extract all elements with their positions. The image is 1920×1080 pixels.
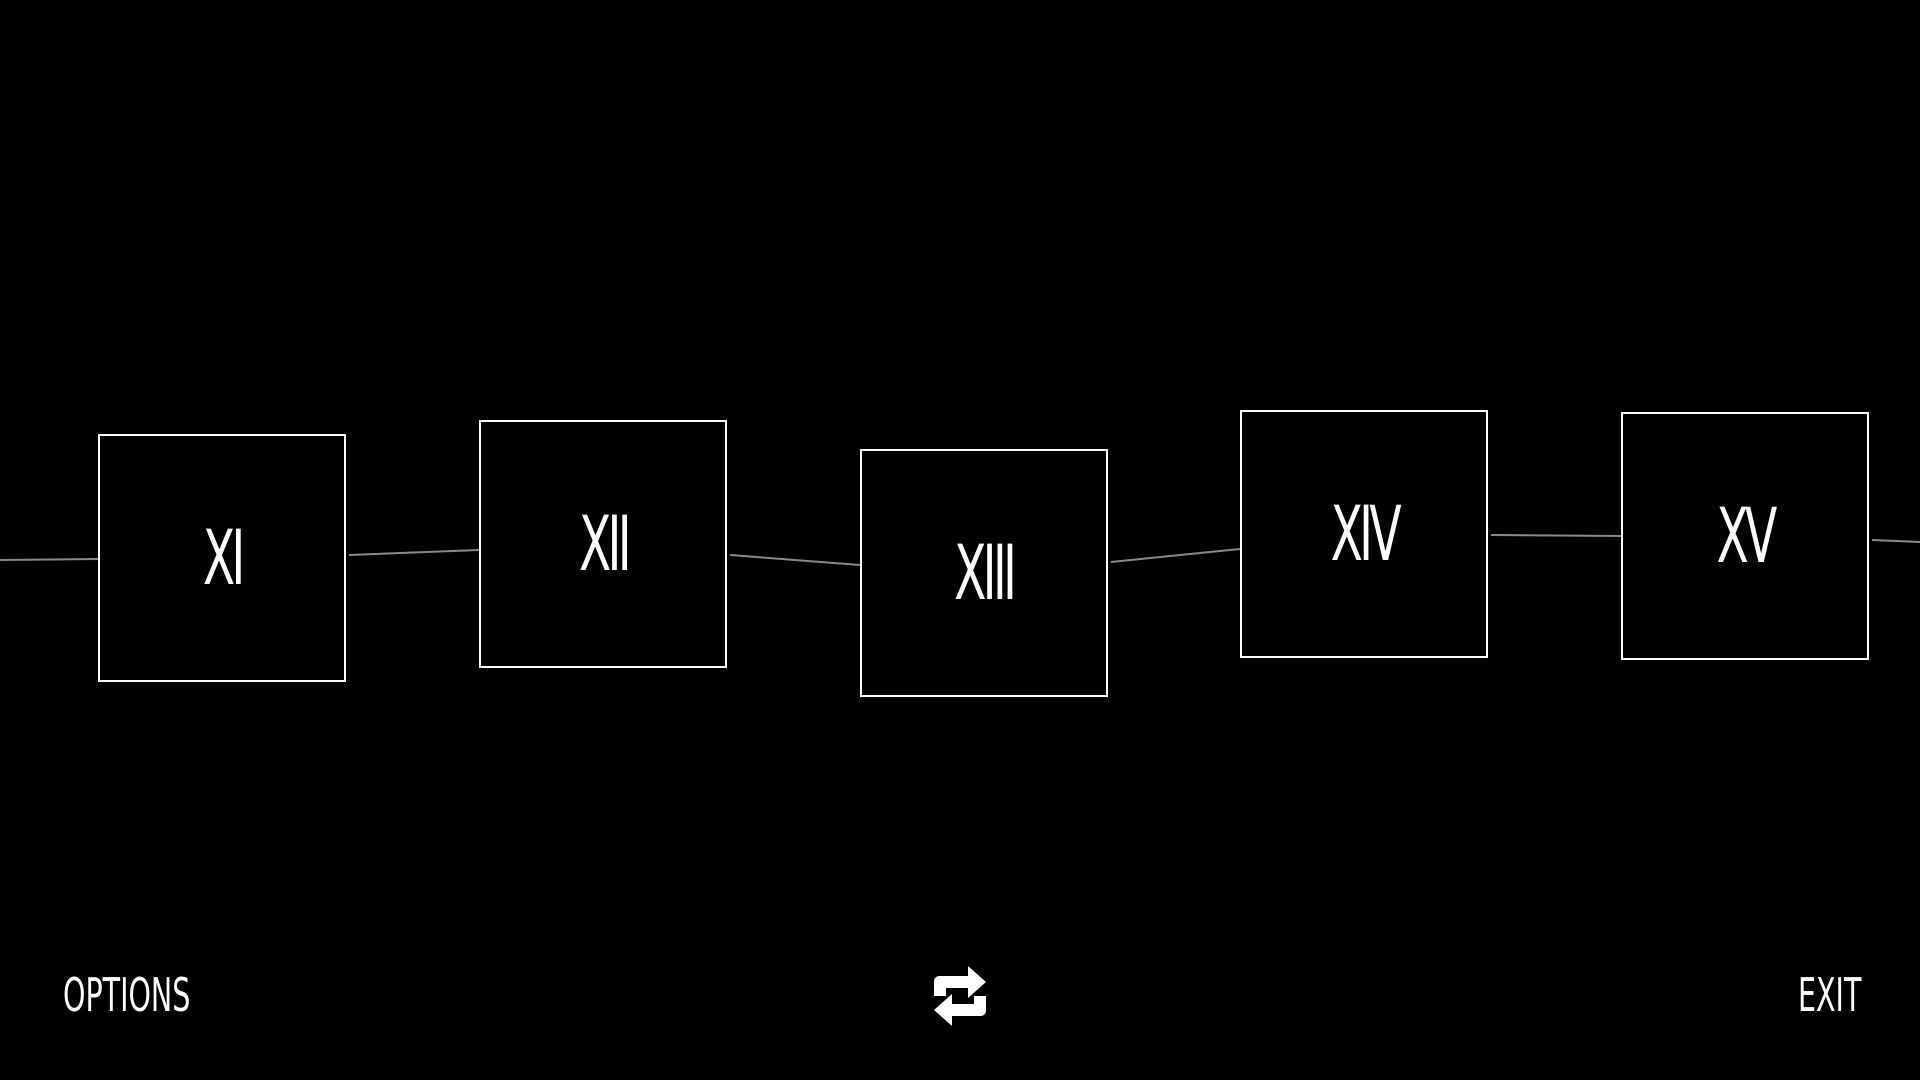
connector-3-4 — [1110, 548, 1241, 563]
options-button[interactable]: OPTIONS — [63, 968, 191, 1022]
level-label: XII — [578, 499, 632, 588]
level-box-xv[interactable]: XV — [1621, 412, 1869, 660]
exit-button[interactable]: EXIT — [1798, 968, 1862, 1022]
level-box-xi[interactable]: XI — [98, 434, 346, 682]
restart-button[interactable] — [928, 960, 992, 1032]
level-label: XIV — [1330, 489, 1401, 578]
level-box-xiv[interactable]: XIV — [1240, 410, 1488, 658]
connector-1-2 — [348, 549, 480, 556]
connector-2-3 — [729, 554, 861, 566]
restart-cycle-icon — [934, 966, 986, 1026]
level-label: XIII — [954, 528, 1017, 617]
level-label: XV — [1716, 491, 1777, 580]
connector-4-5 — [1490, 534, 1622, 537]
connector-left-edge — [0, 558, 99, 561]
level-box-xiii[interactable]: XIII — [860, 449, 1108, 697]
level-box-xii[interactable]: XII — [479, 420, 727, 668]
connector-right-edge — [1871, 539, 1920, 543]
level-label: XI — [202, 513, 245, 602]
